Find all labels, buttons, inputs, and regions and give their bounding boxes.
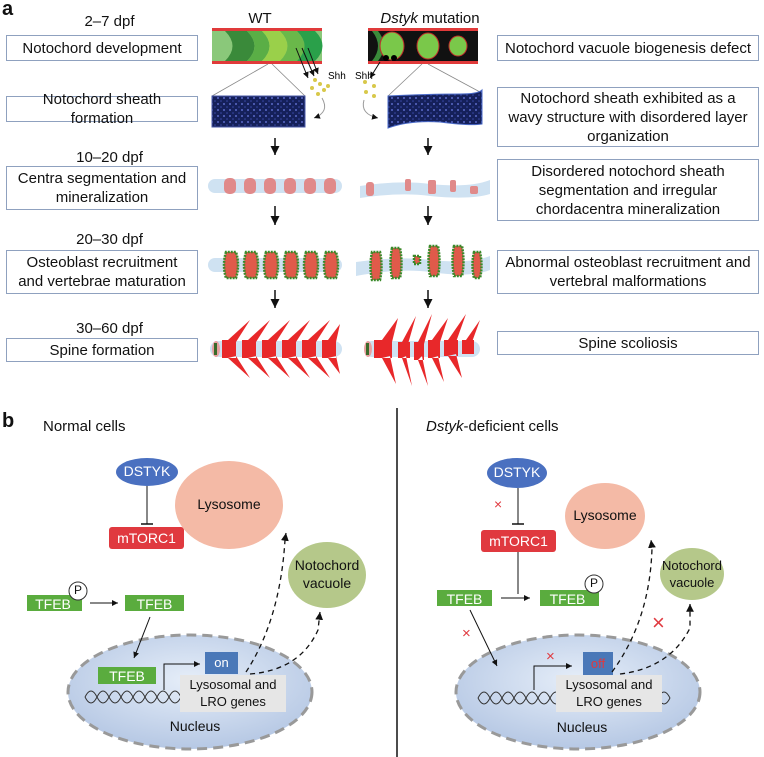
stage-time-5: 30–60 dpf [76,320,143,337]
defect-box-wavy-sheath: Notochord sheath exhibited as a wavy str… [497,87,759,147]
panel-b-label: b [2,410,15,432]
deficient-lysosome-label: Lysosome [573,507,637,523]
deficient-dstyk-block-mark: × [494,496,503,512]
deficient-tfeb-label: TFEB [446,591,483,607]
normal-cells-title: Normal cells [43,418,126,435]
deficient-vacuole-label: Notochord vacuole [660,557,724,591]
defect-box-spine-scoliosis: Spine scoliosis [497,331,759,355]
deficient-nucleus-label: Nucleus [556,719,608,735]
normal-nucleus-label: Nucleus [169,718,221,734]
deficient-suffix: -deficient cells [463,418,559,435]
normal-tfeb-phospho-label: TFEB [35,596,71,612]
wt-spine [210,320,342,378]
process-box-centra-segmentation: Centra segmentation and mineralization [6,166,198,210]
normal-genes-line1: Lysosomal and [189,677,277,692]
normal-lysosome-label: Lysosome [197,496,261,512]
normal-vacuole-line2: vacuole [302,575,352,591]
mutant-notochord [368,28,478,64]
mutant-gene-name: Dstyk [380,10,418,27]
normal-vacuole-label: Notochord vacuole [288,556,366,592]
mutant-spine [364,314,480,386]
mutant-shh-signal [362,61,381,120]
wt-osteoblast-vertebrae [208,250,342,280]
mutant-column-header: Dstyk mutation [360,10,500,27]
normal-dstyk-label: DSTYK [123,463,171,479]
deficient-cells-title: Dstyk-deficient cells [426,418,559,435]
deficient-genes-line2: LRO genes [576,694,642,709]
process-box-sheath-formation: Notochord sheath formation [6,91,198,127]
defect-box-vacuole-biogenesis: Notochord vacuole biogenesis defect [497,35,759,61]
mutant-suffix: mutation [417,10,480,27]
normal-tfeb-nuclear-label: TFEB [109,668,145,684]
normal-genes-line2: LRO genes [200,694,266,709]
defect-box-osteoblast-malformation: Abnormal osteoblast recruitment and vert… [497,250,759,294]
defect-box-disordered-segmentation: Disordered notochord sheath segmentation… [497,159,759,221]
normal-switch-label: on [214,655,229,670]
deficient-vacuole-line2: vacuole [669,575,715,590]
stage-time-1: 2–7 dpf [84,13,135,30]
wt-sheath [211,95,306,128]
panel-a-illustrations: Shh Shh [208,28,490,386]
normal-phospho-label: P [73,583,82,597]
wt-shh-signal [295,47,330,119]
deficient-mtorc1-label: mTORC1 [489,533,548,549]
wt-shh-label: Shh [328,71,346,82]
deficient-transcription-block-mark: × [546,648,555,665]
stage-arrows [270,138,433,308]
panel-a-label: a [2,0,14,20]
normal-mtorc1-label: mTORC1 [117,530,176,546]
wt-column-header: WT [248,10,272,27]
deficient-gene-name: Dstyk [426,418,464,435]
deficient-switch-label: off [590,656,606,671]
mutant-shh-label: Shh [355,71,373,82]
normal-tfeb-label: TFEB [136,596,173,612]
mutant-osteoblast-vertebrae [356,244,490,282]
wt-centra [208,178,342,194]
deficient-nuclear-entry-block-mark: × [462,625,471,642]
mutant-centra [360,179,490,198]
deficient-vacuole-block-mark: × [652,610,665,635]
deficient-dstyk-label: DSTYK [493,464,541,480]
process-box-notochord-development: Notochord development [6,35,198,61]
normal-vacuole-line1: Notochord [294,557,360,573]
stage-time-4: 20–30 dpf [76,231,143,248]
deficient-tfeb-phospho-label: TFEB [549,591,586,607]
mutant-sheath [387,88,483,129]
wt-notochord [212,28,323,64]
deficient-vacuole-line1: Notochord [662,558,722,573]
deficient-genes-line1: Lysosomal and [565,677,653,692]
process-box-spine-formation: Spine formation [6,338,198,362]
stage-time-3: 10–20 dpf [76,149,143,166]
process-box-osteoblast-recruitment: Osteoblast recruitment and vertebrae mat… [6,250,198,294]
deficient-phospho-label: P [589,576,598,590]
